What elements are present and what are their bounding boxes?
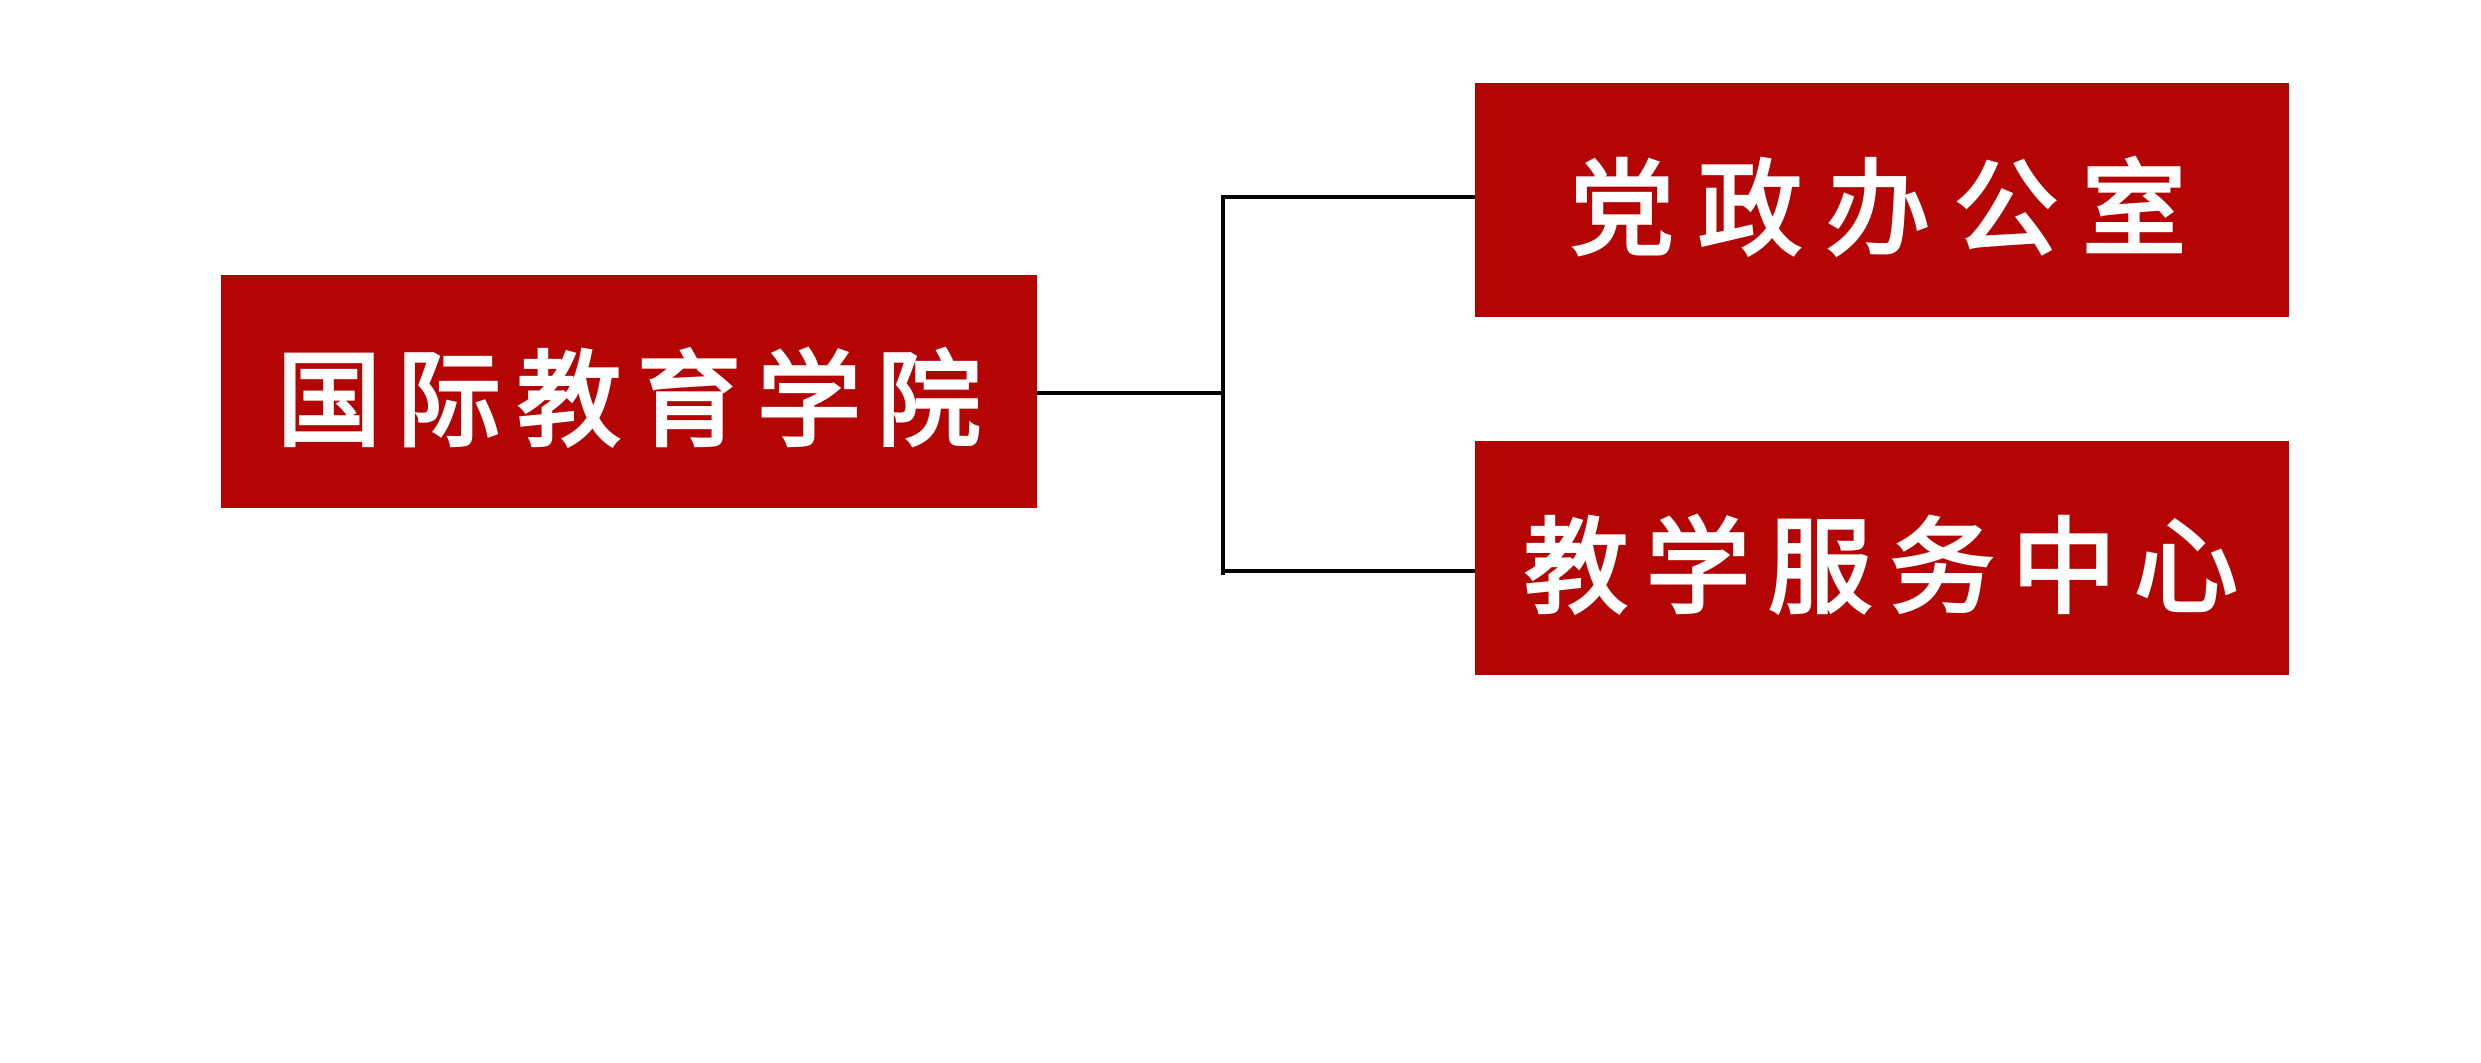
org-node-child-1-label: 党政办公室 [1569,148,2210,271]
org-node-root-label: 国际教育学院 [276,340,997,462]
connector-trunk-to-child-1 [1221,195,1475,199]
org-node-child-2: 教学服务中心 [1475,441,2289,675]
connector-vertical-trunk [1221,195,1225,575]
connector-root-to-trunk [1037,391,1223,395]
org-node-child-1: 党政办公室 [1475,83,2289,317]
org-node-root: 国际教育学院 [221,275,1037,508]
org-node-child-2-label: 教学服务中心 [1523,506,2256,629]
connector-trunk-to-child-2 [1221,569,1475,573]
